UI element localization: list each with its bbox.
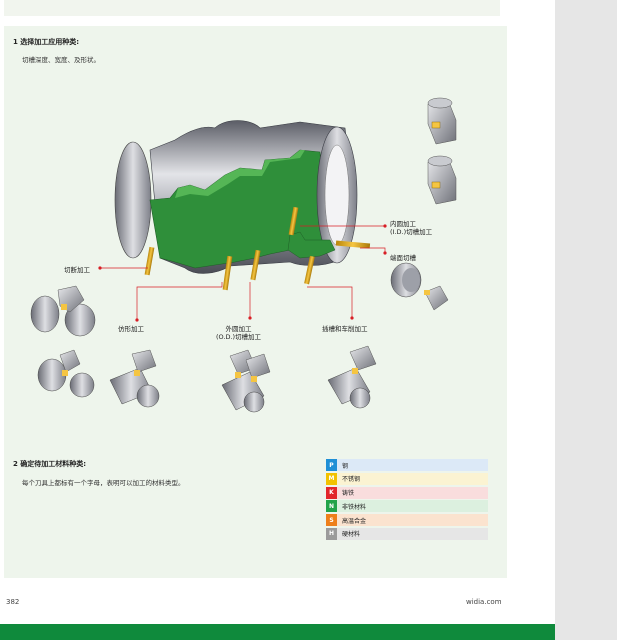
- page-number: 382: [6, 598, 20, 606]
- material-name: 铸铁: [342, 490, 355, 498]
- callout-profiling: 仿形加工: [118, 325, 144, 333]
- footer-green-bar: [0, 624, 555, 640]
- material-row: N 非铁材料: [326, 500, 488, 513]
- callout-od-grooving: 外圆加工 (O.D.)切槽加工: [216, 325, 261, 341]
- callout-od-grooving-line1: 外圆加工: [225, 325, 252, 333]
- material-name: 钢: [342, 462, 349, 470]
- callout-cutoff: 切断加工: [64, 266, 90, 274]
- insert-blades: [144, 206, 371, 291]
- callout-lines: [100, 225, 386, 320]
- right-gutter: [555, 0, 617, 640]
- material-code-badge: H: [326, 527, 337, 540]
- material-code-badge: K: [326, 486, 337, 499]
- material-code-badge: P: [326, 459, 337, 471]
- material-name: 不锈钢: [342, 476, 361, 484]
- callout-id-grooving-line1: 内圆加工: [390, 220, 416, 228]
- callout-face-grooving: 端面切槽: [390, 254, 416, 262]
- section-2-title: 2 确定待加工材料种类:: [13, 460, 87, 468]
- profiling-tool-icon: [109, 349, 160, 408]
- profiling-tool-left-icon: [37, 349, 95, 398]
- material-row: H 硬材料: [326, 527, 488, 540]
- material-code-badge: S: [326, 514, 337, 527]
- plunge-turning-tool-icon: [327, 345, 377, 409]
- material-row: S 高温合金: [326, 514, 488, 527]
- callout-od-grooving-line2: (O.D.)切槽加工: [216, 333, 262, 341]
- material-row: K 铸铁: [326, 486, 488, 499]
- section-2-subtitle: 每个刀具上都标有一个字母，表明可以加工的材料类型。: [22, 479, 185, 487]
- website-link[interactable]: widia.com: [466, 598, 502, 606]
- workpiece-cutaway: [114, 120, 358, 274]
- callout-id-grooving: 内圆加工 (I.D.)切槽加工: [390, 220, 432, 236]
- material-code-badge: N: [326, 500, 337, 513]
- material-row: M 不锈钢: [326, 472, 488, 485]
- callout-id-grooving-line2: (I.D.)切槽加工: [390, 228, 433, 236]
- face-grooving-tool-icon: [390, 262, 449, 311]
- section-1-title: 1 选择加工应用种类:: [13, 38, 80, 46]
- id-grooving-tool-icon: [427, 97, 457, 145]
- id-grooving-tool-2-icon: [427, 155, 457, 205]
- material-code-badge: M: [326, 472, 337, 485]
- callout-dots: [98, 224, 387, 322]
- material-name: 硬材料: [342, 531, 361, 539]
- od-grooving-tool-icon: [221, 349, 271, 413]
- top-panel: [4, 0, 500, 16]
- cutoff-tool-icon: [30, 285, 96, 337]
- callout-plunge-turning: 插槽和车削加工: [322, 325, 368, 333]
- material-name: 高温合金: [342, 517, 367, 525]
- material-name: 非铁材料: [342, 503, 367, 511]
- grooving-illustration: [30, 97, 457, 413]
- section-1-subtitle: 切槽深度、宽度、及形状。: [22, 56, 100, 64]
